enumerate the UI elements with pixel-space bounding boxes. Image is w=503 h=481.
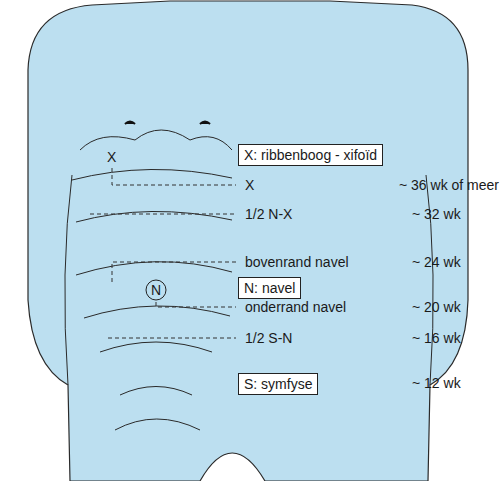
pubic-curve	[115, 419, 200, 430]
nipple	[125, 122, 135, 125]
week-value: ~ 24 wk	[412, 254, 461, 270]
week-value: ~ 32 wk	[412, 206, 461, 222]
level-name: bovenrand navel	[245, 254, 349, 270]
level-name: onderrand navel	[245, 299, 346, 315]
node-text: S: symfyse	[244, 376, 312, 392]
fundus-curve	[84, 306, 230, 318]
node-text: N	[151, 282, 161, 298]
body-silhouette	[28, 1, 468, 481]
fundus-curve	[76, 211, 232, 222]
fundus-curve	[120, 387, 192, 396]
node-text: N: navel	[244, 280, 295, 296]
rib-arc	[80, 130, 232, 150]
arm-line	[65, 175, 72, 385]
week-value: ~ 36 wk of meer	[399, 177, 499, 193]
week-value: ~ 20 wk	[412, 299, 461, 315]
landmark-box: S: symfyse	[238, 373, 318, 395]
leader-lines	[90, 168, 236, 338]
landmark-box: N: navel	[238, 277, 301, 299]
landmark-mark: X	[107, 149, 116, 165]
level-name: 1/2 N-X	[245, 206, 292, 222]
landmark-box: X: ribbenboog - xifoïd	[238, 144, 383, 166]
fundus-curve	[100, 342, 212, 352]
level-name: X	[245, 177, 254, 193]
fundus-curve	[72, 169, 232, 180]
level-name: 1/2 S-N	[245, 330, 292, 346]
week-value: ~ 16 wk	[412, 330, 461, 346]
navel-circle: N	[145, 279, 167, 301]
week-value: ~ 12 wk	[412, 375, 461, 391]
nipple	[200, 122, 210, 125]
node-text: X: ribbenboog - xifoïd	[244, 147, 377, 163]
fundus-curve	[76, 262, 232, 275]
